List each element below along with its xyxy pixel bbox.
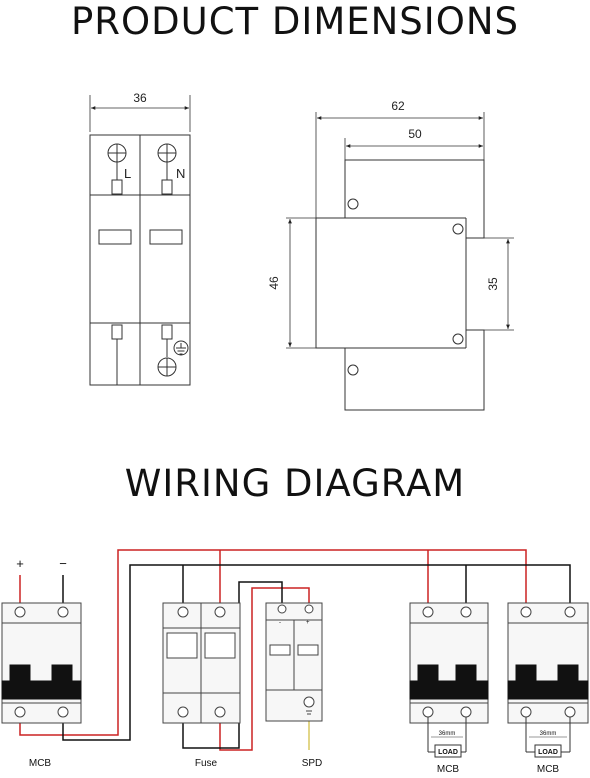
mcb-2-load: LOAD (538, 749, 558, 756)
total-depth-label: 62 (391, 99, 405, 113)
terminal-l-label: L (124, 166, 131, 181)
mcb-1-label: MCB (437, 764, 460, 775)
mcb-breaker-right-1 (409, 602, 489, 758)
product-dimensions-heading: PRODUCT DIMENSIONS (71, 0, 519, 43)
rail-label: 35 (486, 277, 500, 291)
fuse-label: Fuse (195, 758, 218, 769)
spd-plus: + (306, 620, 310, 626)
mcb-2-width: 36mm (540, 731, 557, 737)
mcb-breaker (1, 602, 82, 724)
spd-minus: - (279, 620, 281, 626)
height-label: 46 (267, 276, 281, 290)
mcb-1-width: 36mm (439, 731, 456, 737)
wiring-diagram-heading: WIRING DIAGRAM (124, 462, 466, 505)
spd-label: SPD (302, 758, 323, 769)
front-width-label: 36 (133, 91, 147, 105)
positive-wires (19, 549, 527, 751)
front-view (89, 95, 191, 386)
spd-device (265, 602, 323, 722)
minus-marker: − (59, 556, 67, 571)
body-depth-label: 50 (408, 127, 422, 141)
mcb-1-load: LOAD (438, 749, 458, 756)
terminal-n-label: N (176, 166, 185, 181)
mcb-2-label: MCB (537, 764, 560, 775)
mcb-breaker-right-2 (507, 602, 589, 758)
fuse-holder (162, 602, 241, 724)
side-view (286, 112, 514, 411)
mcb-label: MCB (29, 758, 52, 769)
plus-marker: + (16, 556, 24, 571)
